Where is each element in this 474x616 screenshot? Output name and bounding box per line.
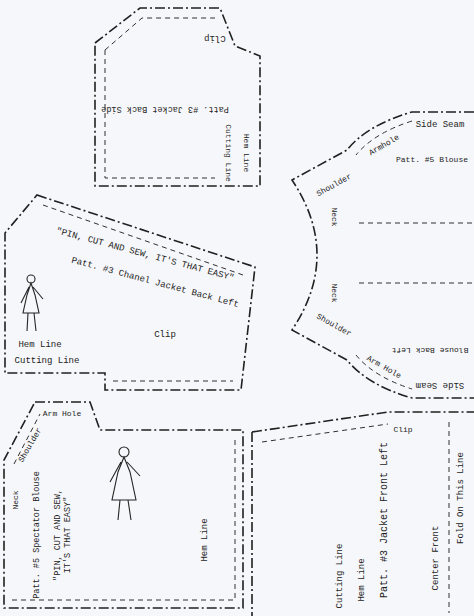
cutting-outline [5, 195, 255, 390]
pattern-label: Arm Hole [365, 353, 403, 380]
pattern-label: Cutting Line [335, 544, 345, 609]
figure-head [119, 447, 129, 457]
pattern-label: Shoulder [315, 172, 353, 199]
pattern-label: Patt. #5 Blouse [396, 155, 468, 164]
pattern-label: Armhole [367, 133, 401, 158]
pattern-label: Clip [204, 33, 226, 43]
fashion-figure [21, 283, 43, 331]
pattern-piece: ShoulderArm HoleNeck Patt. #5 Spectator B… [0, 400, 245, 612]
cutting-outline [4, 402, 243, 608]
pattern-label: Shoulder [315, 312, 353, 339]
seam-line [105, 18, 215, 178]
pattern-label: Side Seam [416, 380, 465, 390]
pattern-label: Patt. #3 Jacket Front Left [379, 442, 391, 598]
pattern-label: Clip [393, 425, 412, 434]
pattern-label: Clip [154, 330, 176, 340]
fashion-figure [110, 457, 140, 520]
seam-line [12, 414, 235, 600]
cutting-outline [95, 8, 260, 186]
pattern-label: Fold On This Line [456, 452, 466, 544]
cutting-outline [292, 112, 474, 398]
pattern-label: Neck [329, 207, 338, 226]
pattern-piece: ClipCutting Line Hem Line Patt. #3 Jacket … [248, 408, 474, 616]
pattern-label: Patt. #3 Chanel Jacket Back Left [70, 256, 240, 311]
pattern-label: Patt. #5 Spectator Blouse [33, 471, 43, 599]
seam-line [43, 205, 243, 381]
pattern-piece: "PIN, CUT AND SEW, IT'S THAT EASY"Patt. … [5, 195, 257, 395]
piece-outline [95, 8, 260, 188]
pattern-label: Hem Line [241, 134, 250, 172]
pattern-label: Hem Line [18, 340, 61, 350]
pattern-label: Hem Line [357, 558, 367, 601]
pattern-label: Hem Line [200, 518, 210, 561]
pattern-label: Neck [11, 490, 20, 509]
pattern-label: "PIN, CUT AND SEW, IT'S THAT EASY" [54, 485, 74, 585]
seam-line [356, 121, 472, 389]
pattern-label: Arm Hole [43, 409, 81, 418]
pattern-label: Shoulder [16, 426, 43, 464]
pattern-label: Neck [329, 283, 338, 302]
cutting-outline [252, 412, 474, 616]
pattern-label: Cutting Line [223, 124, 232, 182]
pattern-label: Blouse Back Left [392, 345, 469, 354]
figure-head [27, 275, 35, 283]
pattern-label: Cutting Line [15, 356, 80, 366]
pattern-piece: Side SeamArmholePatt. #5 BlouseShoulderN… [272, 105, 474, 405]
pattern-piece: Cutting Line Hem Line Patt. #3 Jacket Back… [95, 8, 260, 188]
seam-line [262, 422, 449, 613]
pattern-label: Center Front [431, 526, 441, 591]
pattern-label: Patt. #3 Jacket Back Side [101, 103, 229, 113]
pattern-label: Side Seam [416, 120, 465, 130]
